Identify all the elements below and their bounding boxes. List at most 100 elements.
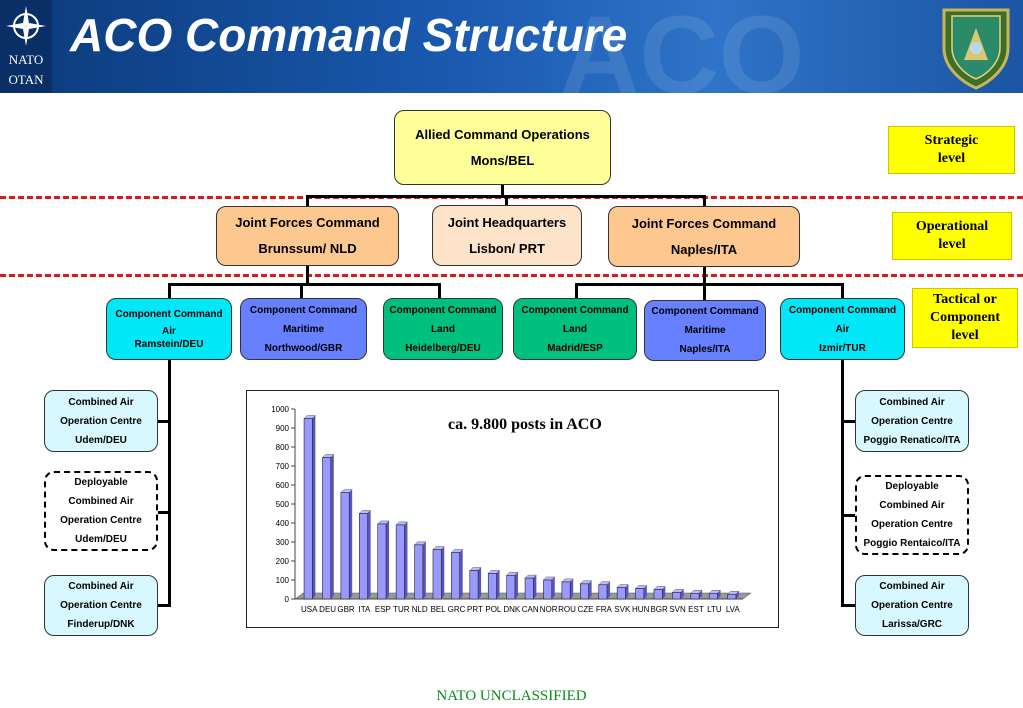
bar-side — [607, 581, 611, 599]
x-tick-label: CAN — [522, 605, 539, 614]
bar — [543, 579, 553, 600]
box-line: Land — [563, 323, 587, 335]
box-line: Allied Command Operations — [415, 126, 590, 142]
bar — [672, 592, 681, 600]
bar-side — [386, 520, 390, 599]
connector — [703, 195, 706, 207]
box-line: Naples/ITA — [679, 344, 731, 355]
logo-text-nato: NATO — [8, 52, 44, 67]
bar — [469, 570, 479, 600]
aco-watermark: ACO — [560, 0, 805, 93]
x-tick-label: EST — [688, 605, 704, 614]
page-title: ACO Command Structure — [70, 9, 628, 61]
bar — [303, 418, 313, 600]
header-banner: ACO NATO OTAN ACO Command Structure — [0, 0, 1023, 93]
level-label-line: Strategic — [924, 133, 979, 148]
jfc-naples-box: Joint Forces Command Naples/ITA — [608, 206, 800, 267]
y-tick-label: 0 — [285, 595, 290, 604]
y-tick-label: 500 — [276, 500, 290, 509]
bar — [598, 584, 608, 600]
caoc-larissa-box: Combined Air Operation Centre Larissa/GR… — [855, 575, 969, 636]
bar-side — [570, 578, 574, 599]
box-line: Joint Forces Command — [235, 215, 380, 230]
box-line: Lisbon/ PRT — [469, 240, 545, 256]
logo-text-otan: OTAN — [8, 72, 44, 87]
connector — [157, 420, 171, 423]
bar-side — [441, 546, 445, 599]
connector — [841, 420, 856, 423]
x-tick-label: DEU — [319, 605, 336, 614]
box-line: Deployable — [885, 481, 939, 492]
connector — [157, 511, 171, 514]
jfc-brunssum-box: Joint Forces Command Brunssum/ NLD — [216, 206, 399, 266]
caoc-finderup-box: Combined Air Operation Centre Finderup/D… — [44, 575, 158, 636]
connector — [168, 283, 171, 299]
bar — [616, 587, 626, 600]
level-label-line: Operational — [915, 219, 989, 234]
x-tick-label: HUN — [632, 605, 650, 614]
bar-side — [699, 590, 703, 599]
x-tick-label: SVN — [669, 605, 686, 614]
bar — [414, 544, 424, 600]
dcaoc-poggio-renatico-box: Deployable Combined Air Operation Centre… — [855, 475, 969, 555]
bar-side — [422, 541, 426, 599]
x-tick-label: NOR — [540, 605, 558, 614]
connector — [168, 359, 171, 607]
caoc-poggio-renatico-box: Combined Air Operation Centre Poggio Ren… — [855, 390, 969, 452]
box-line: Combined Air — [879, 500, 945, 511]
level-label-line: level — [938, 237, 966, 252]
y-tick-label: 800 — [276, 443, 290, 452]
x-tick-label: FRA — [596, 605, 613, 614]
box-line: Combined Air — [68, 581, 134, 592]
box-line: Izmir/TUR — [819, 342, 866, 354]
box-line: Naples/ITA — [670, 241, 738, 257]
bar-side — [514, 572, 518, 599]
box-line: Udem/DEU — [75, 534, 127, 545]
y-tick-label: 600 — [276, 481, 290, 490]
y-tick-label: 300 — [276, 538, 290, 547]
x-tick-label: SVK — [614, 605, 631, 614]
connector — [575, 283, 844, 286]
bar — [635, 588, 645, 600]
bar-side — [330, 454, 334, 599]
connector — [306, 195, 309, 207]
level-label-line: Component — [929, 310, 1000, 325]
bar — [653, 589, 663, 600]
box-line: Combined Air — [879, 581, 945, 592]
bar — [727, 593, 737, 600]
bar-side — [478, 567, 482, 599]
x-tick-label: CZE — [577, 605, 593, 614]
caoc-udem-box: Combined Air Operation Centre Udem/DEU — [44, 390, 158, 452]
box-line: Deployable — [74, 477, 128, 488]
x-tick-label: BGR — [650, 605, 668, 614]
box-line: Ramstein/DEU — [134, 338, 204, 350]
x-tick-label: GBR — [337, 605, 355, 614]
box-line: Component Command — [115, 308, 223, 320]
box-line: Joint Headquarters — [447, 214, 567, 230]
box-line: Operation Centre — [60, 415, 142, 427]
x-tick-label: ROU — [558, 605, 576, 614]
y-tick-label: 700 — [276, 462, 290, 471]
x-tick-label: ITA — [359, 605, 372, 614]
connector — [438, 283, 441, 299]
bar-side — [717, 590, 721, 599]
box-line: Maritime — [684, 325, 726, 336]
connector — [841, 283, 844, 299]
connector — [841, 604, 856, 607]
operational-tactical-divider — [0, 274, 1023, 277]
bar — [322, 457, 332, 600]
box-line: Operation Centre — [871, 415, 953, 427]
connector — [703, 267, 706, 284]
bar-side — [588, 580, 592, 599]
level-label-line: level — [951, 328, 979, 343]
connector — [157, 604, 171, 607]
x-tick-label: PRT — [467, 605, 483, 614]
box-line: Operation Centre — [60, 600, 142, 611]
nato-compass-icon — [6, 6, 46, 46]
bar-side — [625, 584, 629, 599]
nato-logo: NATO OTAN — [0, 0, 52, 93]
box-line: Poggio Rentaico/ITA — [863, 538, 961, 549]
box-line: Operation Centre — [871, 600, 953, 611]
box-line: Operation Centre — [60, 515, 142, 526]
bar-side — [312, 415, 316, 599]
